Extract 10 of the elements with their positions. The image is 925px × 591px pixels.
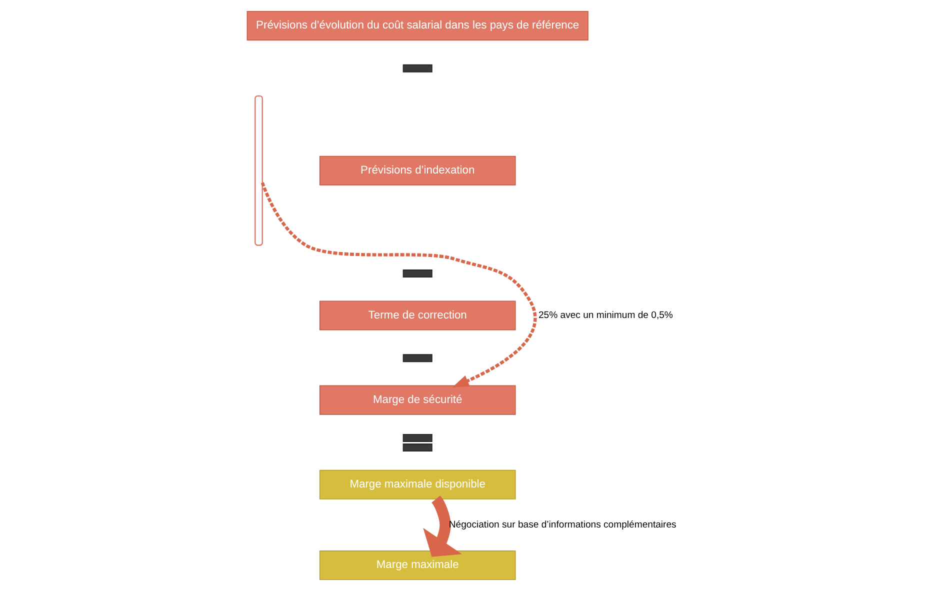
node-brace [254,95,263,246]
node-box: Marge maximale disponible [319,470,516,500]
node-box: Marge de sécurité [319,385,516,415]
edge-label: 25% avec un minimum de 0,5% [538,310,673,321]
arrow [423,496,462,557]
node-box: Prévisions d’indexation [319,156,516,186]
node-box: Terme de correction [319,300,516,330]
node-box: Marge maximale [319,550,516,580]
node-box: Prévisions d’évolution du coût salarial dans les pays de référence [246,10,588,40]
arrow [260,182,536,388]
